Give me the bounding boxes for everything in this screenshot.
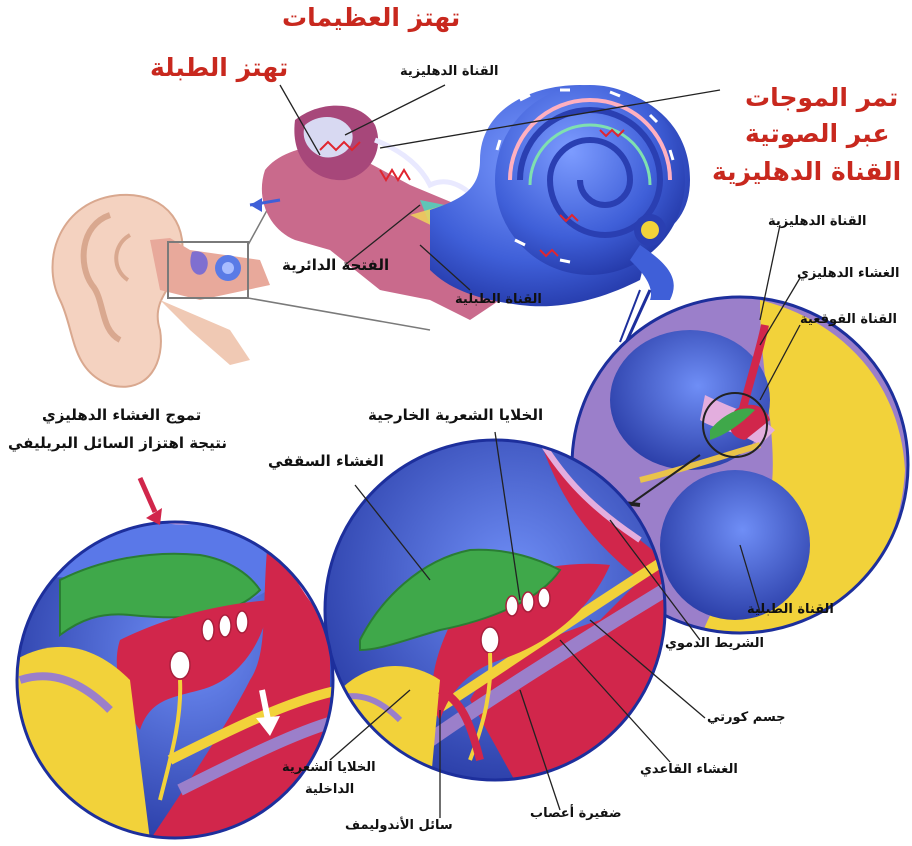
label-vestibular-canal-right: القناة الدهليزية [768, 214, 866, 230]
label-cochlear-duct: القناة القوقعية [800, 312, 897, 328]
title-waves-line-1: تمر الموجات [745, 82, 898, 113]
label-stria-vascularis: الشريط الدموي [665, 636, 764, 652]
label-basilar-membrane: الغشاء القاعدي [640, 762, 738, 778]
title-ossicles-vibrate: تهتز العظيمات [282, 2, 460, 33]
label-round-window: الفتحة الدائرية [282, 256, 389, 275]
title-waves-line-2: عبر الصوتية [745, 118, 890, 149]
organ-of-corti-circle [325, 440, 665, 790]
label-outer-hair-cells: الخلايا الشعرية الخارجية [368, 406, 543, 425]
membrane-vibration-circle [15, 478, 340, 840]
label-endolymph: سائل الأندوليمف [345, 818, 453, 834]
label-vestibular-membrane-right: الغشاء الدهليزي [797, 266, 899, 282]
cochlea-coil-illustration [430, 85, 690, 306]
label-vestibular-canal-top: القناة الدهليزية [400, 64, 498, 80]
label-membrane-wave-line-1: تموج الغشاء الدهليزي [42, 406, 201, 425]
outer-ear-illustration [53, 195, 271, 387]
label-membrane-wave-line-2: نتيجة اهتزاز السائل البريليفي [8, 434, 227, 453]
label-nerve-plexus: ضفيرة أعصاب [530, 806, 622, 822]
label-inner-hair-cells-line-2: الداخلية [305, 782, 354, 798]
label-tympanic-canal-top: القناة الطبلية [455, 292, 542, 308]
title-waves-line-3: القناة الدهليزية [712, 156, 901, 187]
label-tympanic-canal-right: القناة الطبلية [747, 602, 834, 618]
title-eardrum-vibrates: تهتز الطبلة [150, 52, 288, 83]
label-tectorial-membrane: الغشاء السقفي [268, 452, 384, 471]
label-inner-hair-cells-line-1: الخلايا الشعرية [282, 760, 376, 776]
label-organ-of-corti: جسم كورتي [707, 710, 786, 726]
